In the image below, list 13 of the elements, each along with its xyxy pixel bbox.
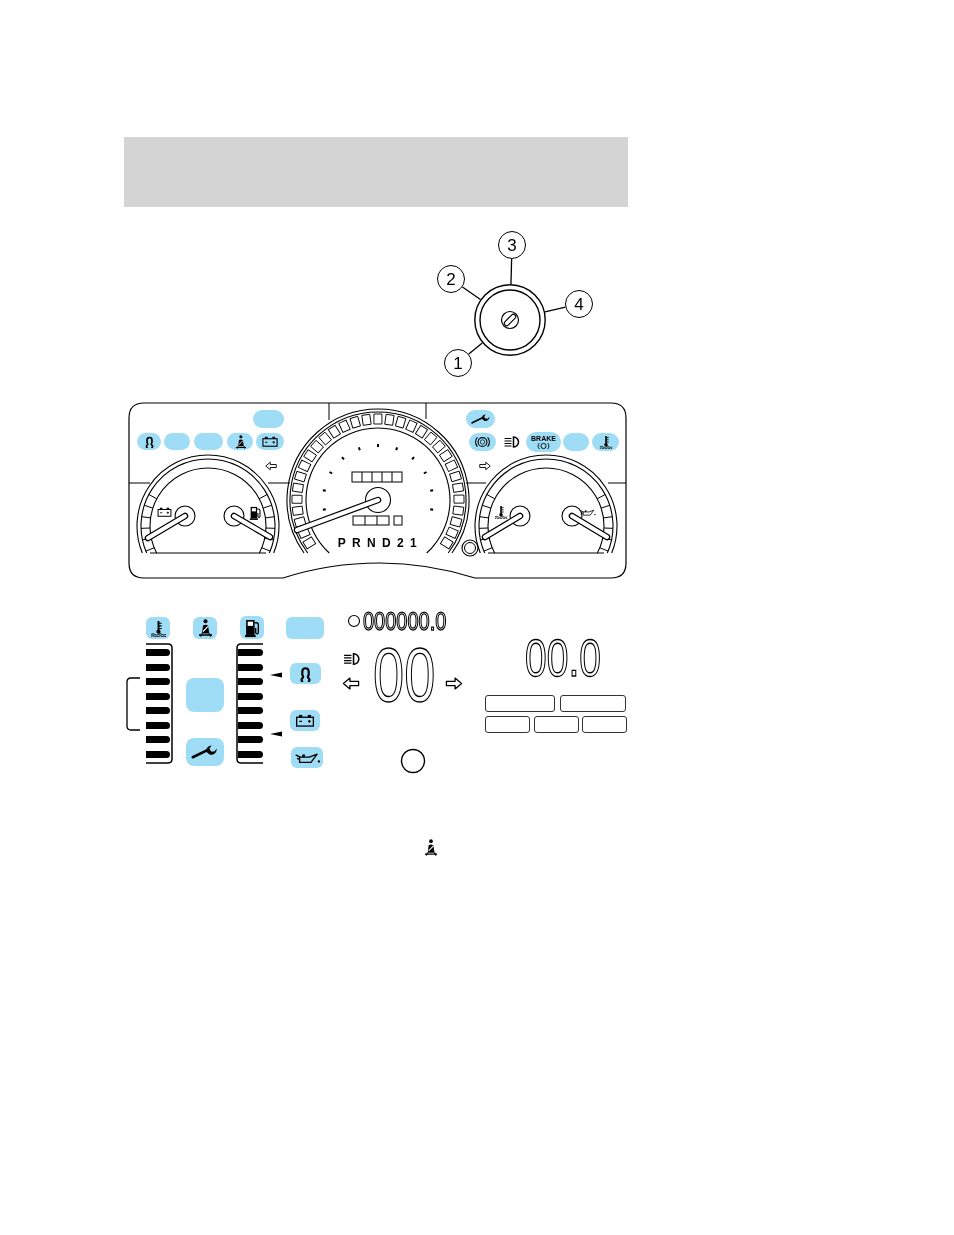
leader-line bbox=[468, 342, 483, 355]
leader-line bbox=[510, 258, 513, 285]
callout-number: 3 bbox=[498, 231, 526, 259]
leader-line bbox=[544, 306, 566, 313]
digital-readout: 00 bbox=[373, 648, 436, 703]
digital-readout: 00.0 bbox=[525, 640, 601, 678]
callout-number: 2 bbox=[437, 265, 465, 293]
leader-line bbox=[461, 286, 482, 301]
odometer-readout: 000000.0 bbox=[363, 612, 447, 630]
ignition-lock-cylinder bbox=[474, 284, 546, 356]
callout-number: 4 bbox=[565, 290, 593, 318]
callout-number: 1 bbox=[444, 349, 472, 377]
gear-indicator-text: P R N D 2 1 bbox=[336, 537, 420, 549]
